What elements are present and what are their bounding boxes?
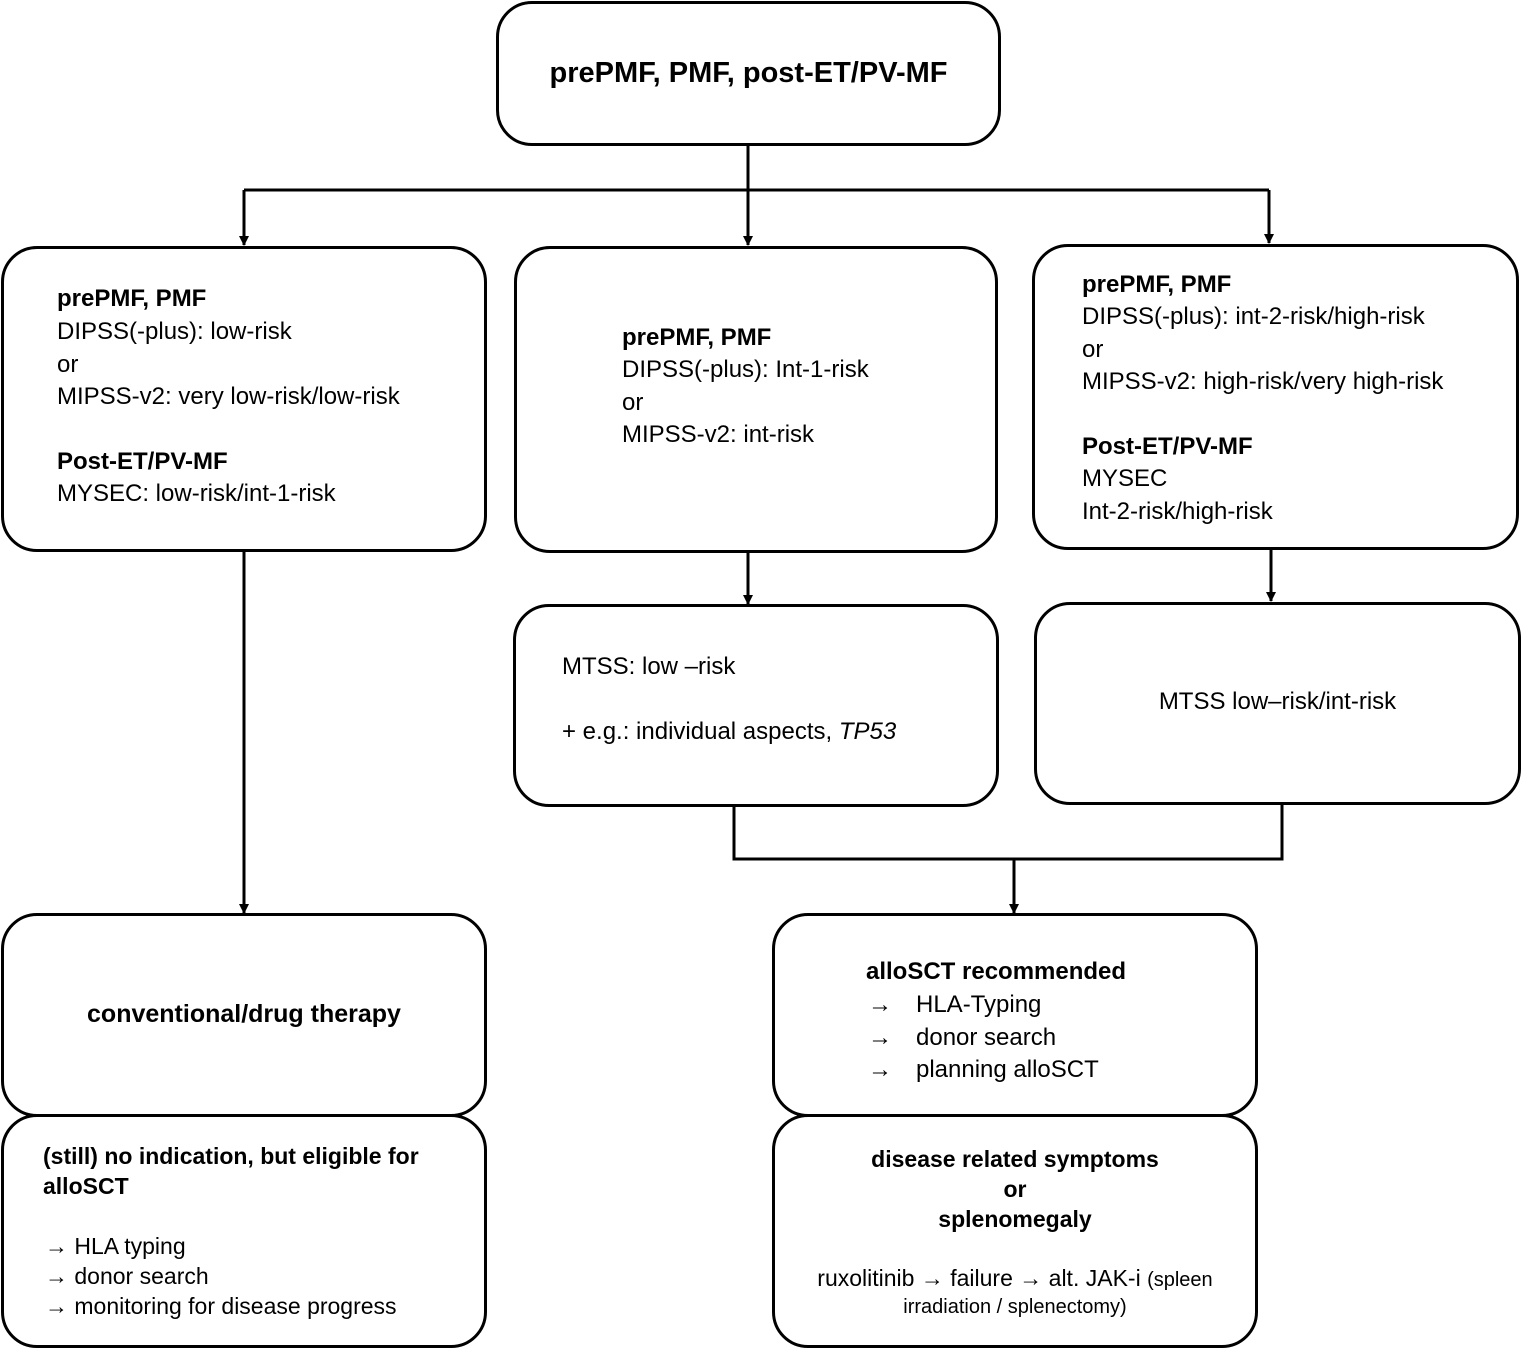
mtss-low-label: MTSS: low –risk bbox=[562, 653, 736, 680]
int-risk-dipss: DIPSS(-plus): Int-1-risk bbox=[622, 356, 869, 383]
no-indication-item-donor: → donor search bbox=[45, 1263, 209, 1289]
allosct-item-donor-search: donor search bbox=[916, 1024, 1057, 1051]
allosct-arrow-2: → bbox=[868, 1024, 892, 1051]
low-risk-heading-prepmf: prePMF, PMF bbox=[57, 285, 207, 312]
high-risk-box: prePMF, PMF DIPSS(-plus): int-2-risk/hig… bbox=[1032, 244, 1519, 550]
symptoms-box: disease related symptoms or splenomegaly… bbox=[772, 1114, 1258, 1348]
low-risk-mysec: MYSEC: low-risk/int-1-risk bbox=[57, 480, 336, 507]
conventional-therapy-box: conventional/drug therapy bbox=[1, 913, 487, 1117]
mtss-low-box: MTSS: low –risk + e.g.: individual aspec… bbox=[513, 604, 999, 807]
int-risk-box: prePMF, PMF DIPSS(-plus): Int-1-risk or … bbox=[514, 246, 998, 553]
no-indication-heading: (still) no indication, but eligible for bbox=[43, 1143, 419, 1169]
low-risk-box: prePMF, PMF DIPSS(-plus): low-risk or MI… bbox=[1, 246, 487, 552]
allosct-item-planning: planning alloSCT bbox=[916, 1056, 1099, 1083]
high-risk-mysec-level: Int-2-risk/high-risk bbox=[1082, 498, 1273, 525]
low-risk-heading-post-et: Post-ET/PV-MF bbox=[57, 448, 228, 475]
high-risk-or: or bbox=[1082, 336, 1104, 363]
high-risk-dipss: DIPSS(-plus): int-2-risk/high-risk bbox=[1082, 303, 1425, 330]
symptoms-or: or bbox=[1003, 1176, 1027, 1202]
int-risk-or: or bbox=[622, 389, 644, 416]
symptoms-spleen-note: (spleen bbox=[1147, 1269, 1213, 1291]
mtss-lowint-box: MTSS low–risk/int-risk bbox=[1034, 602, 1521, 805]
allosct-arrow-3: → bbox=[868, 1056, 892, 1083]
allosct-recommended-box: alloSCT recommended → HLA-Typing → donor… bbox=[772, 913, 1258, 1117]
no-indication-box: (still) no indication, but eligible for … bbox=[1, 1114, 487, 1348]
low-risk-mipss: MIPSS-v2: very low-risk/low-risk bbox=[57, 383, 400, 410]
symptoms-irradiation-note: irradiation / splenectomy) bbox=[903, 1296, 1127, 1318]
no-indication-allosct: alloSCT bbox=[43, 1173, 129, 1199]
conventional-therapy-title: conventional/drug therapy bbox=[87, 1000, 401, 1028]
int-risk-mipss: MIPSS-v2: int-risk bbox=[622, 421, 815, 448]
high-risk-heading-post-et: Post-ET/PV-MF bbox=[1082, 433, 1253, 460]
low-risk-or: or bbox=[57, 351, 79, 378]
top-box: prePMF, PMF, post-ET/PV-MF bbox=[496, 1, 1001, 146]
symptoms-treatment-sequence: ruxolitinib → failure → alt. JAK-i bbox=[817, 1265, 1148, 1291]
no-indication-item-monitoring: → monitoring for disease progress bbox=[45, 1293, 397, 1319]
allosct-arrow-1: → bbox=[868, 991, 892, 1018]
symptoms-treatment-line: ruxolitinib → failure → alt. JAK-i (sple… bbox=[775, 1263, 1255, 1295]
symptoms-heading: disease related symptoms bbox=[871, 1146, 1159, 1172]
mtss-lowint-label: MTSS low–risk/int-risk bbox=[1158, 688, 1397, 715]
allosct-item-hla-typing: HLA-Typing bbox=[916, 991, 1042, 1018]
high-risk-mysec: MYSEC bbox=[1082, 465, 1168, 492]
symptoms-splenomegaly: splenomegaly bbox=[938, 1206, 1092, 1232]
int-risk-heading-prepmf: prePMF, PMF bbox=[622, 324, 772, 351]
high-risk-mipss: MIPSS-v2: high-risk/very high-risk bbox=[1082, 368, 1444, 395]
mtss-low-tp53: TP53 bbox=[838, 718, 897, 745]
high-risk-heading-prepmf: prePMF, PMF bbox=[1082, 271, 1232, 298]
mtss-low-aspects-text: + e.g.: individual aspects, bbox=[562, 718, 839, 745]
low-risk-dipss: DIPSS(-plus): low-risk bbox=[57, 318, 292, 345]
allosct-recommended-title: alloSCT recommended bbox=[866, 958, 1127, 985]
mtss-low-aspects: + e.g.: individual aspects, TP53 bbox=[562, 715, 896, 748]
no-indication-item-hla: → HLA typing bbox=[45, 1233, 186, 1259]
top-box-title: prePMF, PMF, post-ET/PV-MF bbox=[549, 57, 948, 89]
